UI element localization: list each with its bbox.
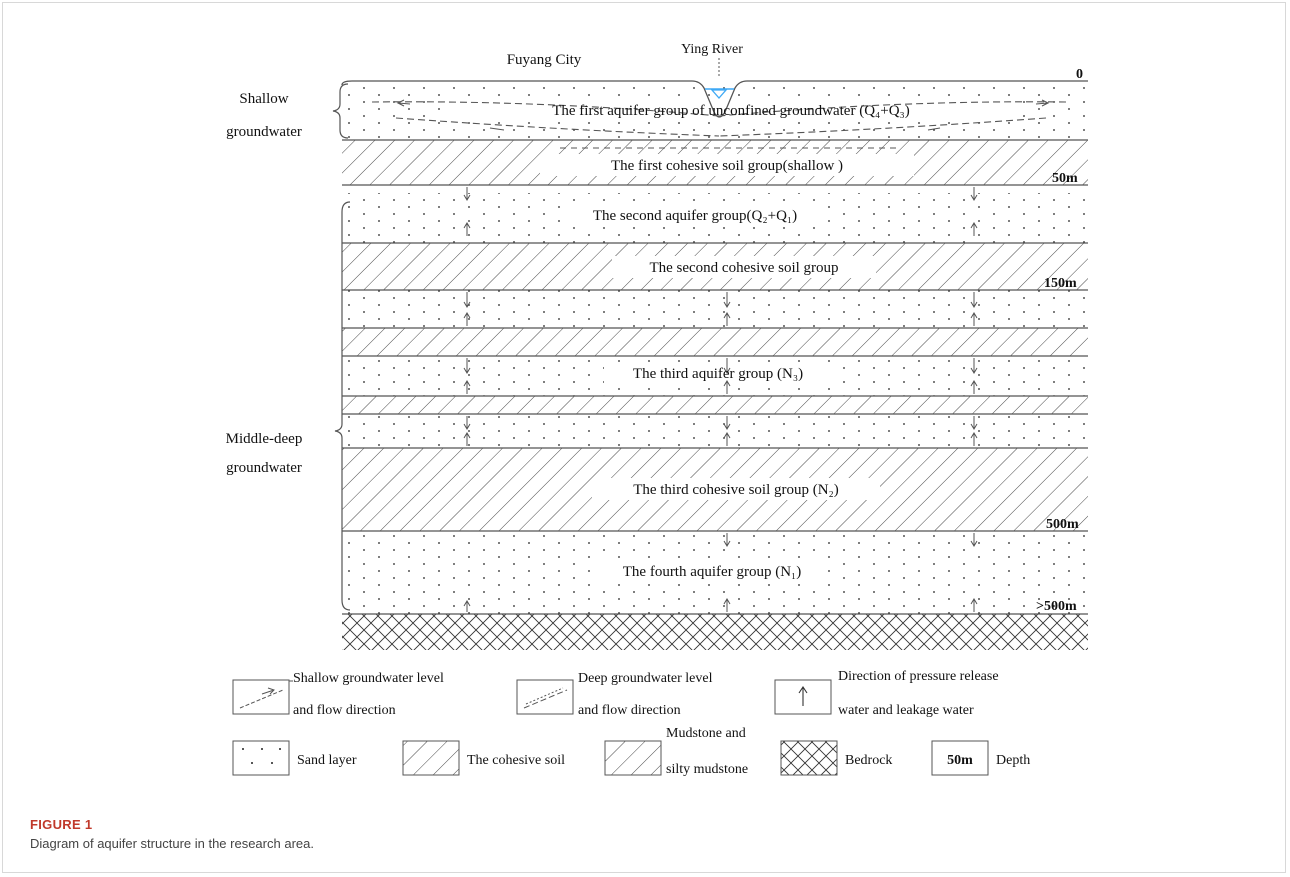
legend-shallow-level: Shallow groundwater level and flow direc… — [232, 671, 444, 718]
legend-deep-level: Deep groundwater level and flow directio… — [516, 671, 713, 718]
legend-deep-level-line1: Deep groundwater level — [578, 671, 713, 686]
figure-label: FIGURE 1 — [30, 817, 93, 832]
shallow-brace — [332, 83, 349, 139]
legend-cohesive: The cohesive soil — [402, 740, 565, 776]
legend-shallow-level-line1: Shallow groundwater level — [293, 671, 444, 686]
shallow-flow-lines — [371, 101, 1067, 149]
legend-sand: Sand layer — [232, 740, 357, 776]
depth-500m: 500m — [1046, 517, 1079, 532]
label-aquifer-4: The fourth aquifer group (N₁) — [623, 564, 802, 580]
depth-50m: 50m — [1052, 171, 1078, 186]
legend-bedrock: Bedrock — [780, 740, 892, 776]
arrow-up-icon — [798, 686, 808, 706]
flow-arrow-icons — [396, 99, 1050, 131]
depth-150m: 150m — [1044, 276, 1077, 291]
legend-sand-label: Sand layer — [297, 753, 357, 768]
legend-pressure-release: Direction of pressure release water and … — [774, 669, 999, 718]
legend-cohesive-label: The cohesive soil — [467, 753, 565, 768]
group-shallow-line2: groundwater — [226, 124, 302, 140]
group-shallow-line1: Shallow — [239, 91, 288, 107]
leakage-arrows — [463, 187, 978, 612]
label-aquifer-2: The second aquifer group(Q₂+Q₁) — [593, 208, 797, 224]
label-fuyang-city: Fuyang City — [507, 52, 582, 68]
group-middle-deep-line1: Middle-deep — [226, 431, 303, 447]
middle-deep-brace — [334, 201, 351, 611]
layer-mudstone-3a — [342, 328, 1088, 356]
label-cohesive-1: The first cohesive soil group(shallow ) — [611, 158, 843, 174]
layer-mudstone-3b — [342, 396, 1088, 414]
depth-500m-plus: >500m — [1036, 599, 1077, 614]
label-aquifer-1: The first aquifer group of unconfined gr… — [552, 103, 910, 119]
depth-0: 0 — [1076, 67, 1083, 82]
figure-caption: Diagram of aquifer structure in the rese… — [30, 836, 314, 851]
label-ying-river: Ying River — [681, 42, 743, 57]
aquifer-diagram: Fuyang City Ying River Shallow groundwat… — [226, 42, 1088, 777]
legend-bedrock-label: Bedrock — [845, 753, 892, 768]
label-cohesive-2: The second cohesive soil group — [649, 260, 838, 276]
group-middle-deep-line2: groundwater — [226, 460, 302, 476]
legend-mudstone-line1: Mudstone and — [666, 726, 746, 741]
water-level-icon — [710, 89, 728, 99]
layer-boundaries — [341, 80, 1088, 615]
layer-bedrock — [342, 614, 1088, 650]
legend-mudstone: Mudstone and silty mudstone — [604, 726, 748, 777]
legend-deep-level-line2: and flow direction — [578, 703, 681, 718]
layer-aquifer-3a — [342, 290, 1088, 328]
label-cohesive-3: The third cohesive soil group (N₂) — [633, 482, 839, 498]
legend-depth-box-label: 50m — [947, 753, 973, 768]
legend-shallow-level-line2: and flow direction — [293, 703, 396, 718]
legend-depth: 50m Depth — [931, 740, 1030, 776]
legend-pressure-release-line2: water and leakage water — [838, 703, 974, 718]
layer-aquifer-3c — [342, 414, 1088, 448]
legend-pressure-release-line1: Direction of pressure release — [838, 669, 999, 684]
legend-depth-label: Depth — [996, 753, 1030, 768]
label-aquifer-3: The third aquifer group (N₃) — [633, 366, 803, 382]
legend-mudstone-line2: silty mudstone — [666, 762, 748, 777]
